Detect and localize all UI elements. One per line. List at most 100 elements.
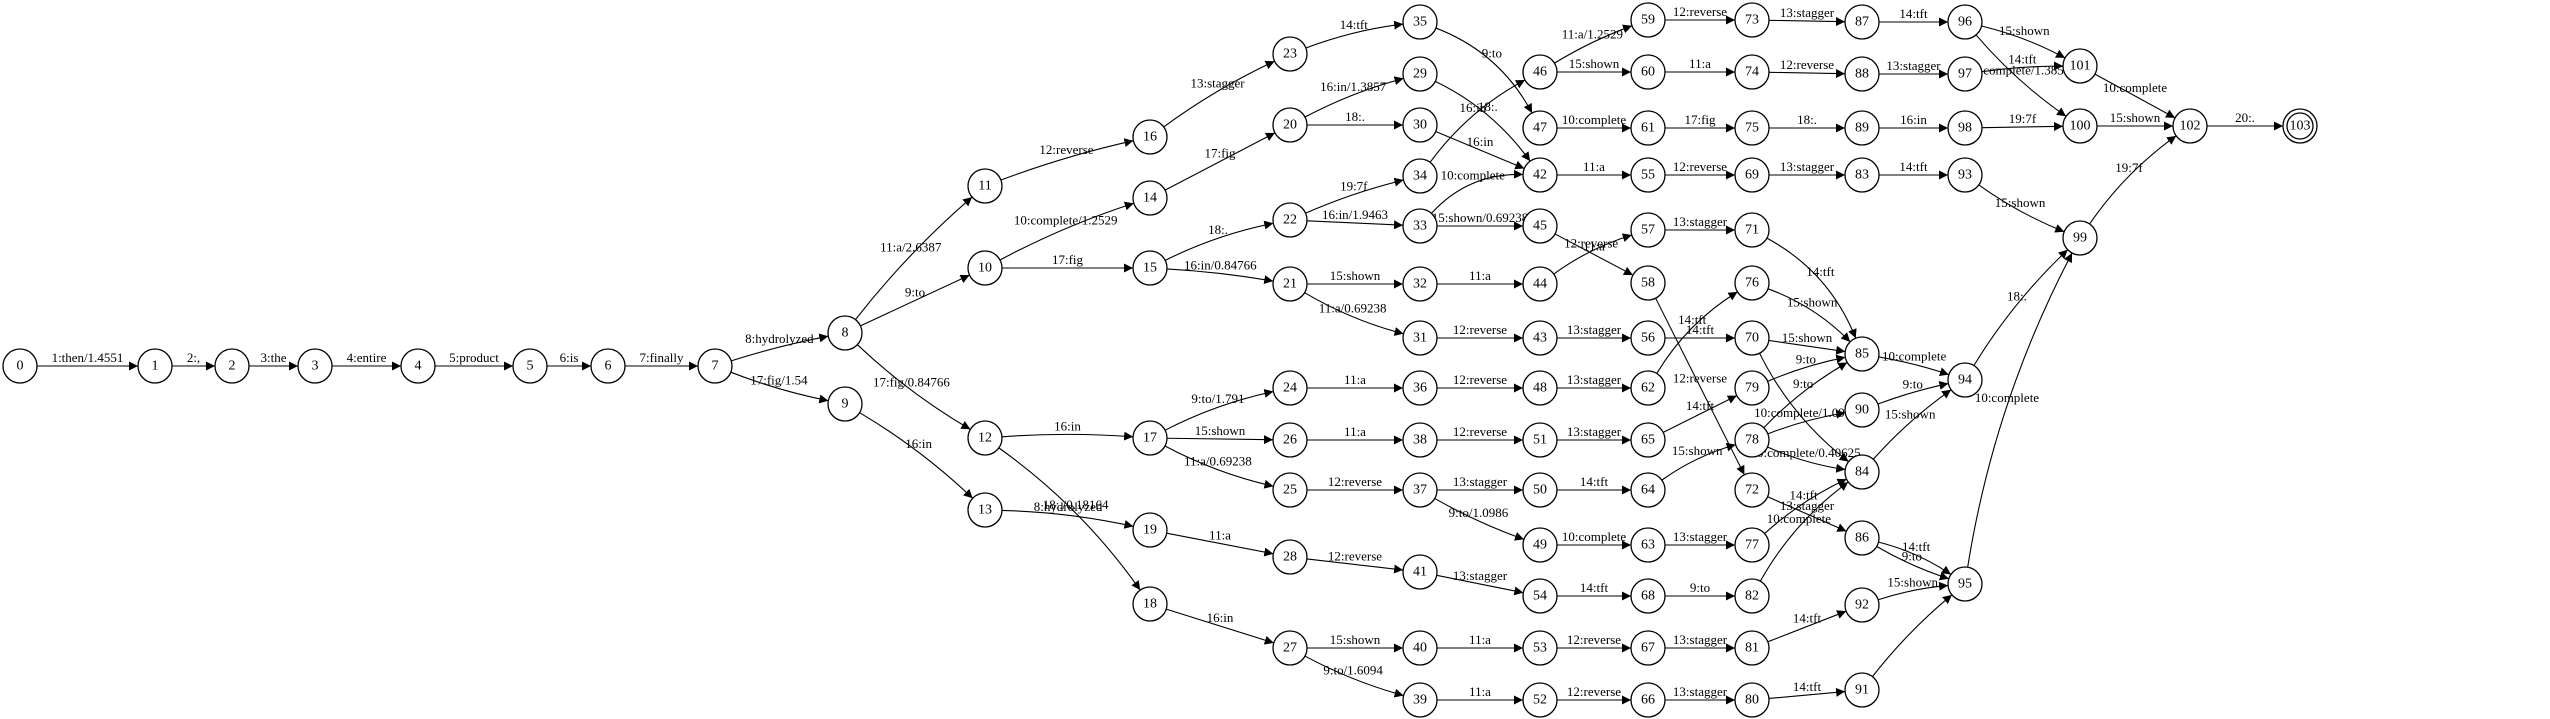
state-circle bbox=[1630, 578, 1666, 614]
state-circle bbox=[1522, 682, 1558, 718]
state-node: 83 bbox=[1844, 157, 1880, 193]
state-circle bbox=[1132, 420, 1168, 456]
transition-edge bbox=[1981, 61, 2064, 73]
state-node: 79 bbox=[1734, 370, 1770, 406]
state-circle bbox=[1402, 472, 1438, 508]
state-node: 98 bbox=[1947, 110, 1983, 146]
transition-label: 9:to bbox=[1796, 351, 1816, 366]
state-label: 34 bbox=[1413, 169, 1427, 184]
state-label: 62 bbox=[1641, 381, 1655, 396]
state-node: 75 bbox=[1734, 110, 1770, 146]
state-circle bbox=[1734, 265, 1770, 301]
transition-edge bbox=[1768, 687, 1846, 700]
transition-label: 16:in bbox=[1900, 112, 1927, 127]
state-circle bbox=[2, 348, 38, 384]
state-node: 4 bbox=[400, 348, 436, 384]
state-node: 45 bbox=[1522, 208, 1558, 244]
state-node: 41 bbox=[1402, 554, 1438, 590]
state-node: 26 bbox=[1272, 422, 1308, 458]
transition-label: 9:to/1.6094 bbox=[1323, 663, 1383, 678]
state-label: 39 bbox=[1413, 693, 1427, 708]
transition-label: 10:complete/0.40625 bbox=[1750, 445, 1860, 460]
state-node: 86 bbox=[1844, 520, 1880, 556]
state-label: 45 bbox=[1533, 219, 1547, 234]
state-label: 83 bbox=[1855, 168, 1869, 183]
state-label: 76 bbox=[1745, 276, 1759, 291]
state-label: 63 bbox=[1641, 538, 1655, 553]
state-label: 91 bbox=[1855, 683, 1869, 698]
transition-label: 9:to bbox=[1690, 580, 1710, 595]
transition-label: 11:a/0.69238 bbox=[1184, 454, 1252, 469]
transition-edge bbox=[1877, 380, 1949, 405]
transition-label: 19:7f bbox=[2009, 111, 2037, 126]
transition-edge bbox=[1763, 361, 1848, 429]
transition-label: 11:a bbox=[1583, 239, 1605, 254]
transition-label: 3:the bbox=[261, 350, 287, 365]
transition-label: 17:fig bbox=[1684, 112, 1716, 127]
transition-label: 15:shown bbox=[1195, 423, 1246, 438]
transition-edge bbox=[859, 412, 974, 499]
transition-label: 11:a bbox=[1344, 424, 1366, 439]
state-node: 43 bbox=[1522, 320, 1558, 356]
state-label: 70 bbox=[1745, 331, 1759, 346]
transition-edge bbox=[1768, 339, 1846, 355]
state-label: 25 bbox=[1283, 483, 1297, 498]
transition-edge bbox=[1877, 581, 1949, 601]
transition-edge bbox=[1164, 445, 1274, 489]
transition-edge bbox=[1872, 389, 1952, 460]
state-circle bbox=[1947, 110, 1983, 146]
state-circle bbox=[1522, 527, 1558, 563]
state-node: 10 bbox=[967, 250, 1003, 286]
transition-edge bbox=[1435, 131, 1525, 170]
state-node: 37 bbox=[1402, 472, 1438, 508]
state-label: 32 bbox=[1413, 277, 1427, 292]
transition-edge bbox=[1553, 233, 1632, 275]
transition-label: 14:tft bbox=[1902, 539, 1931, 554]
state-label: 85 bbox=[1855, 347, 1869, 362]
state-node: 77 bbox=[1734, 527, 1770, 563]
state-node: 95 bbox=[1947, 566, 1983, 602]
transition-label: 14:tft bbox=[1793, 611, 1822, 626]
transition-edge bbox=[1306, 220, 1404, 230]
transition-label: 14:tft bbox=[1678, 312, 1707, 327]
state-circle bbox=[1734, 110, 1770, 146]
transition-label: 18:. bbox=[1345, 109, 1365, 124]
transition-label: 10:complete bbox=[1882, 348, 1946, 363]
transition-edge bbox=[1978, 184, 2065, 233]
transition-label: 4:entire bbox=[347, 350, 387, 365]
transition-label: 8:hydrolyzed bbox=[745, 331, 814, 346]
state-label: 58 bbox=[1641, 276, 1655, 291]
state-label: 47 bbox=[1533, 121, 1547, 136]
state-node: 81 bbox=[1734, 630, 1770, 666]
transition-edge bbox=[1768, 17, 1846, 27]
transition-edge bbox=[1767, 610, 1847, 643]
state-circle bbox=[297, 348, 333, 384]
state-circle bbox=[1734, 157, 1770, 193]
state-label: 26 bbox=[1283, 433, 1297, 448]
transition-label: 20:. bbox=[2235, 110, 2255, 125]
state-circle bbox=[827, 315, 863, 351]
transition-edge bbox=[1305, 20, 1404, 49]
state-node: 64 bbox=[1630, 472, 1666, 508]
transition-label: 12:reverse bbox=[1453, 424, 1507, 439]
state-circle bbox=[1734, 370, 1770, 406]
state-node: 69 bbox=[1734, 157, 1770, 193]
transition-label: 10:complete bbox=[1562, 529, 1626, 544]
state-circle bbox=[1844, 454, 1880, 490]
state-node: 102 bbox=[2172, 108, 2208, 144]
state-circle bbox=[1630, 682, 1666, 718]
transition-label: 15:shown bbox=[1330, 632, 1381, 647]
state-circle bbox=[1522, 110, 1558, 146]
state-label: 79 bbox=[1745, 381, 1759, 396]
state-label: 14 bbox=[1143, 191, 1157, 206]
state-label: 8 bbox=[842, 326, 849, 341]
state-circle bbox=[967, 420, 1003, 456]
transition-label: 15:shown bbox=[1672, 443, 1723, 458]
transition-label: 13:stagger bbox=[1567, 322, 1622, 337]
transition-edge bbox=[1435, 80, 1531, 162]
state-node: 56 bbox=[1630, 320, 1666, 356]
state-label: 61 bbox=[1641, 121, 1655, 136]
state-node: 90 bbox=[1844, 392, 1880, 428]
transition-label: 16:in/1.3857 bbox=[1320, 79, 1387, 94]
transition-label: 12:reverse bbox=[1328, 549, 1382, 564]
